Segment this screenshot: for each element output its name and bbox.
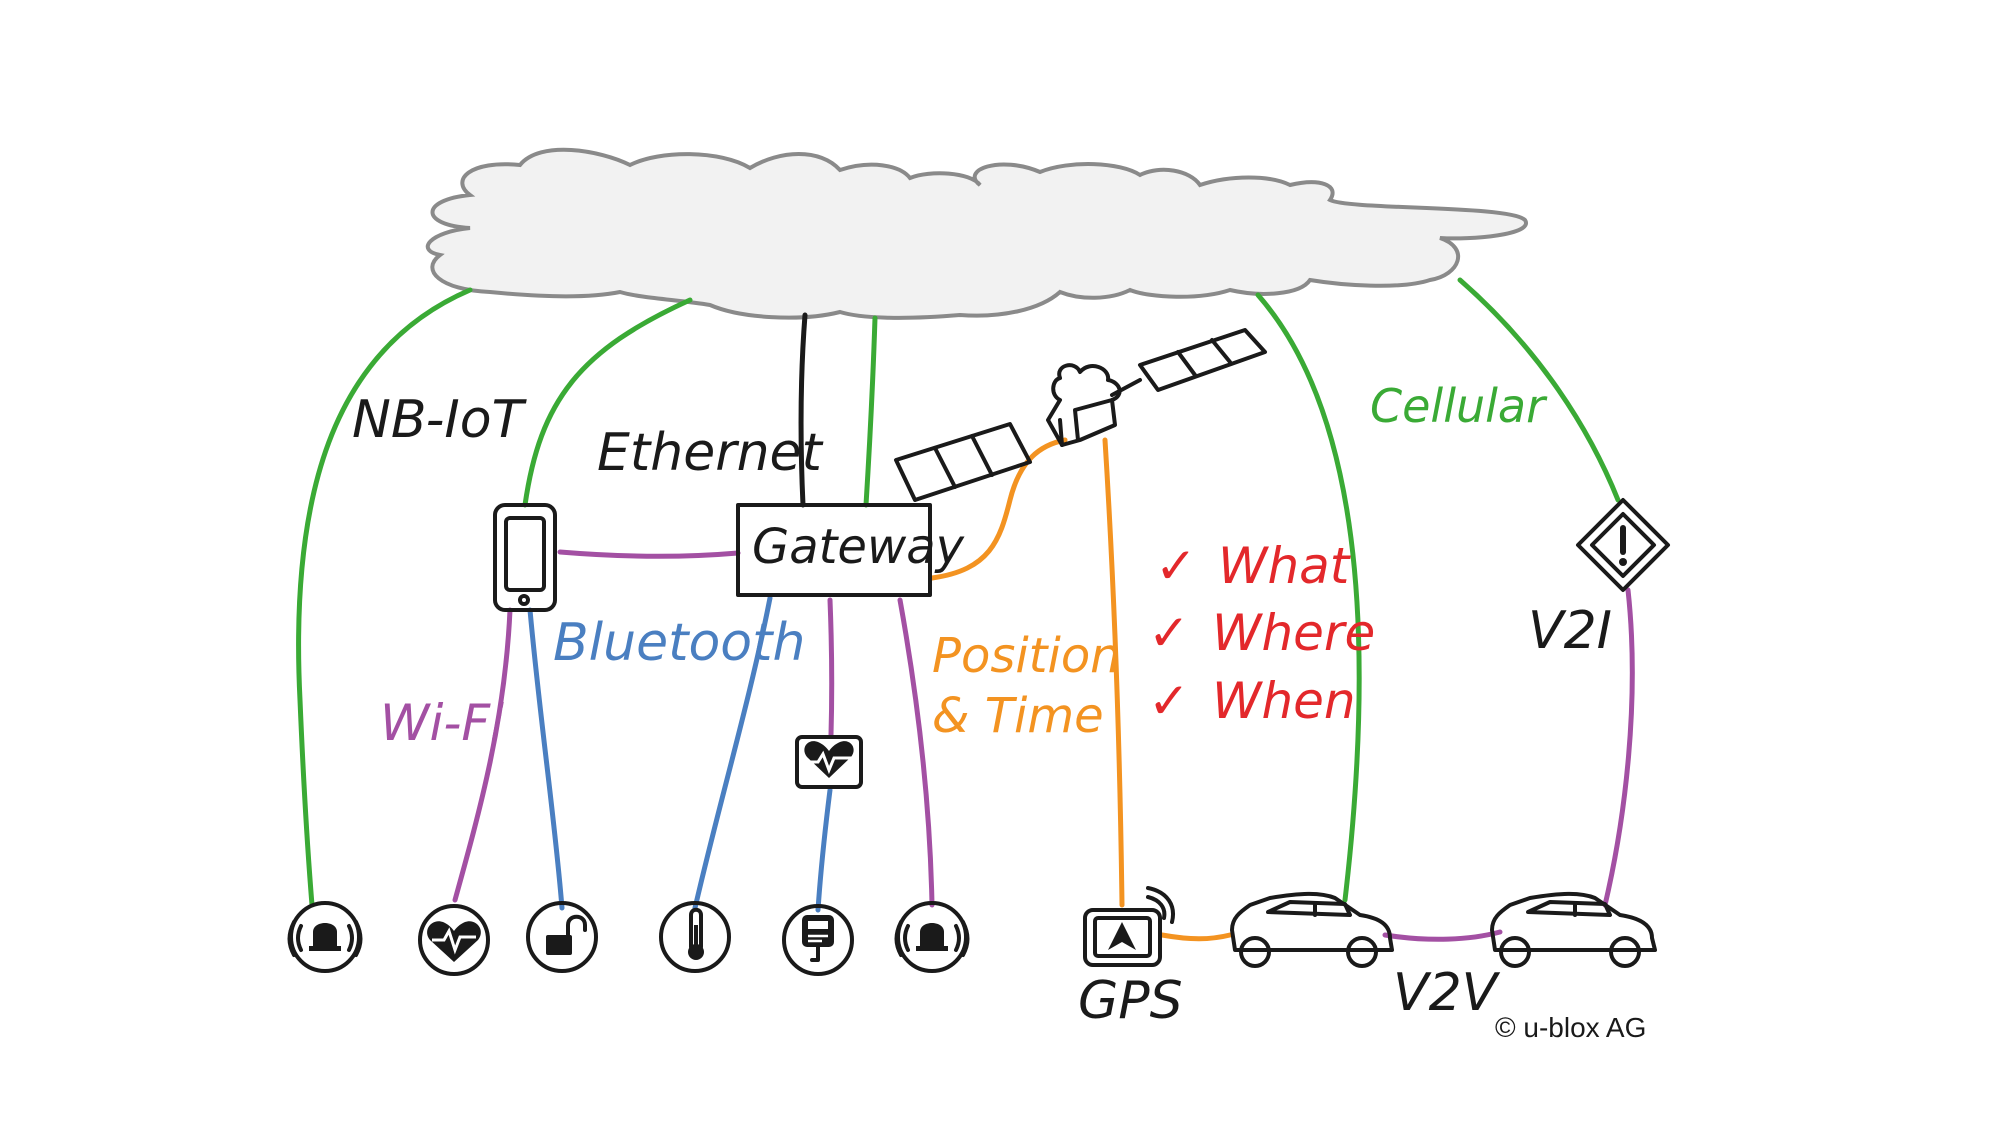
where-label: Where: [1212, 604, 1375, 662]
heart-rate-icon: [418, 904, 490, 976]
car1-cellular-link: [1255, 292, 1362, 903]
gateway-satellite-link: [929, 437, 1068, 581]
heart-monitor-icon: [795, 735, 863, 789]
nbiot-link: [296, 287, 473, 908]
padlock-icon: [526, 901, 598, 973]
ethernet-link: [798, 312, 808, 508]
v2i-link: [1602, 587, 1635, 908]
v2i-label: V2I: [1528, 601, 1612, 661]
monitor-meter-link: [815, 787, 833, 913]
gateway-alarm-link: [897, 597, 935, 908]
ethernet-label: Ethernet: [597, 423, 824, 483]
gateway-box: Gateway: [736, 503, 965, 597]
cellular-label: Cellular: [1370, 379, 1548, 433]
v2v-link: [1382, 929, 1503, 942]
meter-icon: [782, 904, 854, 976]
check-what-icon: ✓: [1155, 537, 1197, 595]
wifi-label: Wi-Fi: [380, 694, 504, 752]
check-when-icon: ✓: [1148, 672, 1190, 730]
when-label: When: [1212, 672, 1356, 730]
phone-gateway-link: [557, 549, 741, 559]
thermometer-icon: [659, 901, 731, 973]
copyright-text: © u-blox AG: [1495, 1012, 1646, 1043]
satellite-gps-link: [1102, 437, 1125, 908]
what-label: What: [1218, 537, 1352, 595]
gps-car-link: [1159, 932, 1233, 942]
position-label: Position: [932, 628, 1121, 684]
time-label: & Time: [932, 688, 1104, 744]
car-icon: [1230, 891, 1394, 968]
satellite-icon: [894, 328, 1267, 502]
gps-label: GPS: [1078, 971, 1183, 1031]
car-icon: [1490, 891, 1657, 968]
alarm-bell-icon: [287, 901, 363, 973]
sign-cellular-link: [1457, 277, 1621, 503]
check-where-icon: ✓: [1148, 604, 1190, 662]
gateway-thermo-link: [692, 595, 773, 911]
wifi-heart-link: [452, 607, 513, 903]
cloud-icon: [425, 147, 1528, 320]
v2v-label: V2V: [1393, 963, 1501, 1023]
gps-device-icon: [1083, 886, 1175, 967]
nbiot-label: NB-IoT: [352, 390, 528, 450]
gateway-cellular-link: [863, 315, 878, 508]
phone-lock-link: [527, 607, 565, 911]
warning-sign-icon: [1576, 498, 1670, 592]
bluetooth-label: Bluetooth: [553, 613, 805, 673]
gateway-label: Gateway: [752, 519, 965, 575]
alarm-bell-icon: [894, 901, 970, 973]
phone-cellular-link: [522, 297, 693, 508]
smartphone-icon: [493, 503, 557, 612]
gateway-monitor-link: [827, 597, 835, 738]
